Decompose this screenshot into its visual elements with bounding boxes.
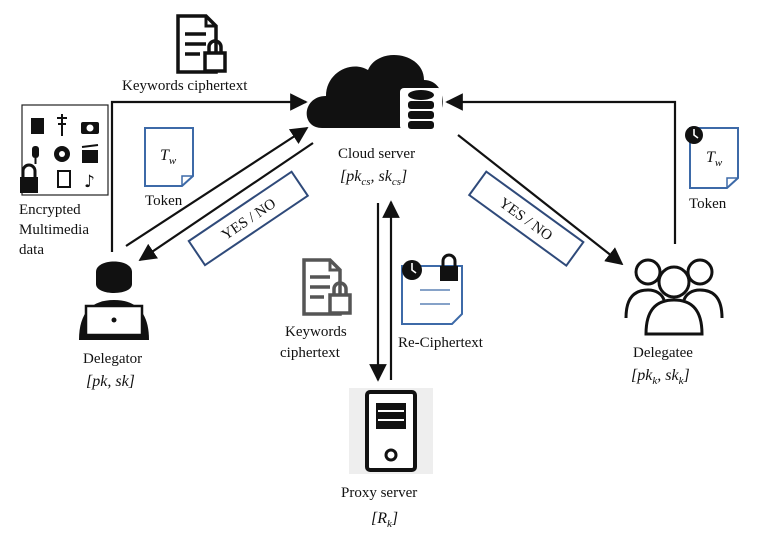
clock-icon [685,126,703,144]
clock-icon [402,260,422,280]
lock-icon [20,163,38,193]
encrypted-label-line2: Multimedia [19,222,89,238]
lock-icon [440,253,458,281]
arrow-delegator-to-cloud [125,127,309,247]
arrow-cloud-to-delegator [138,142,314,261]
arrow-cloud-to-delegatee [457,134,624,266]
keywords-ciphertext-top-label: Keywords ciphertext [122,78,248,94]
keywords-ciphertext-top-icon [176,14,227,74]
multimedia-files-icon: ♪ [21,104,109,196]
keywords-ciphertext-mid-icon [302,258,352,316]
delegator-label: Delegator [83,351,142,367]
user-laptop-icon [79,261,149,340]
token-document-icon [689,127,739,189]
cloud-server-label: Cloud server [338,146,415,162]
token-label-right: Token [689,196,727,212]
token-symbol-right: Tw [706,149,723,169]
database-icon [400,88,442,130]
encrypted-label-line3: data [19,242,44,258]
document-lock-icon [176,14,227,74]
yes-no-box-right: YES / NO [467,170,585,267]
proxy-server-icon [349,388,433,474]
group-users-icon [624,258,724,336]
token-symbol-left: Tw [160,147,177,167]
yes-no-box-left: YES / NO [187,170,310,267]
arrow-delegator-to-cloud-top [110,93,308,252]
cloud-server-keys: [pkcs, skcs] [340,168,407,188]
proxy-server-label: Proxy server [341,485,417,501]
token-label-left: Token [145,193,183,209]
keywords-ciphertext-mid-line2: ciphertext [280,345,341,361]
document-lock-icon [302,258,352,316]
encrypted-label-line1: Encrypted [19,202,81,218]
keywords-ciphertext-mid-line1: Keywords [285,324,347,340]
svg-text:♪: ♪ [84,172,95,192]
proxy-server-keys: [Rk] [371,510,398,530]
delegatee-keys: [pkk, skk] [631,367,690,387]
arrows [110,93,677,382]
delegatee-label: Delegatee [633,345,693,361]
re-ciphertext-label: Re-Ciphertext [398,335,484,351]
token-document-icon [144,127,194,187]
delegator-keys: [pk, sk] [86,373,135,390]
arrow-delegatee-to-cloud [445,93,677,244]
